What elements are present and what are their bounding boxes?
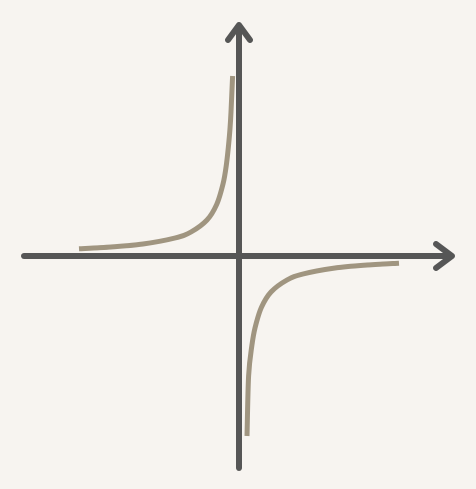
curve-group xyxy=(78,75,400,437)
curve-branch-lower-right xyxy=(244,260,400,437)
y-axis-arrow-icon xyxy=(225,22,253,43)
x-axis-arrow-icon xyxy=(433,241,455,271)
curve-branch-upper-left xyxy=(78,75,236,252)
axes-group xyxy=(21,22,455,471)
